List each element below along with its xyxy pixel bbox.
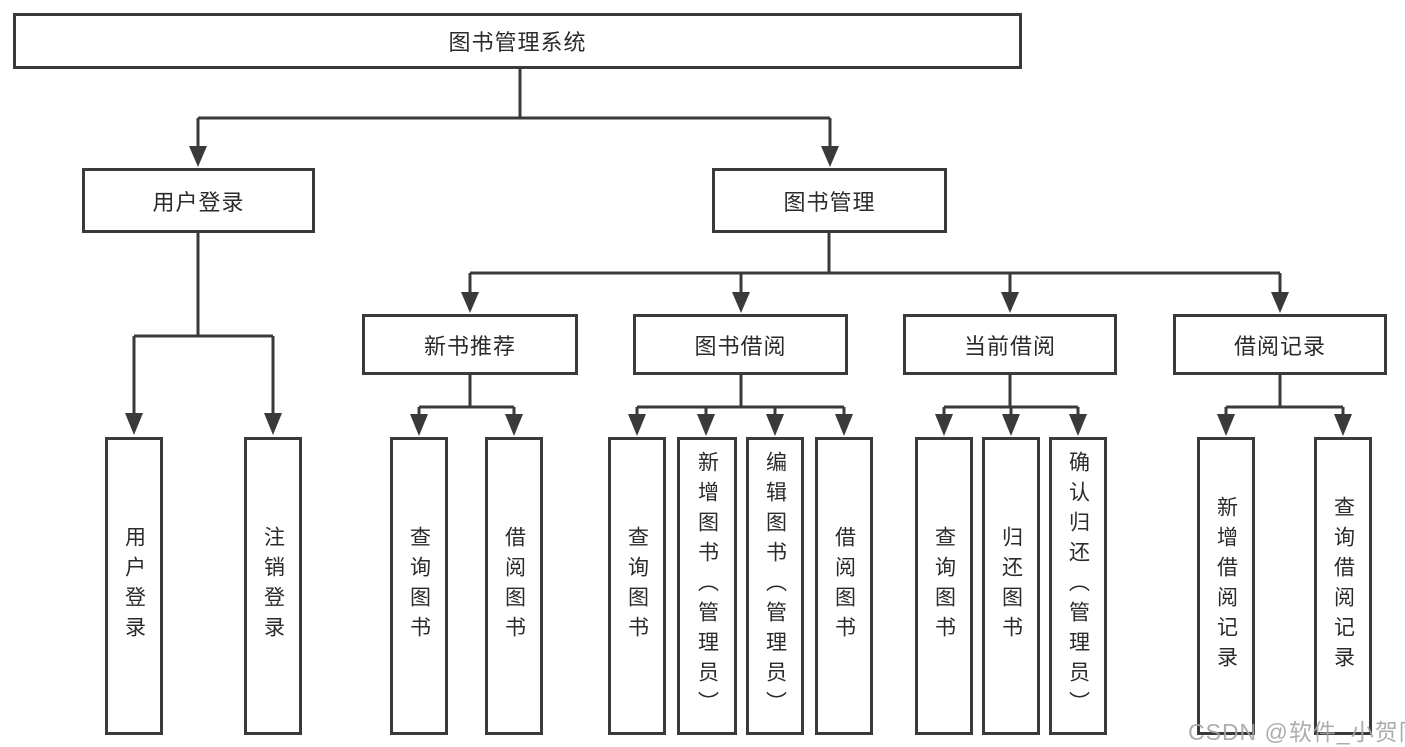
leaf-logout: 注销登录 — [244, 437, 302, 735]
node-book-management: 图书管理 — [712, 168, 947, 233]
leaf-newbook-borrow-books: 借阅图书 — [485, 437, 543, 735]
node-root-system: 图书管理系统 — [13, 13, 1022, 69]
csdn-watermark: CSDN @软件_小贺同学 — [1188, 719, 1405, 745]
leaf-borrow-add-books-admin: 新增图书（管理员） — [677, 437, 737, 735]
node-book-borrow: 图书借阅 — [633, 314, 848, 375]
leaf-borrow-query-books: 查询图书 — [608, 437, 666, 735]
node-new-book-recommend: 新书推荐 — [362, 314, 578, 375]
node-borrow-records: 借阅记录 — [1173, 314, 1387, 375]
leaf-user-login: 用户登录 — [105, 437, 163, 735]
leaf-current-query-books: 查询图书 — [915, 437, 973, 735]
node-user-login: 用户登录 — [82, 168, 315, 233]
leaf-current-confirm-return-admin: 确认归还（管理员） — [1049, 437, 1107, 735]
leaf-newbook-query-books: 查询图书 — [390, 437, 448, 735]
leaf-records-add: 新增借阅记录 — [1197, 437, 1255, 735]
leaf-borrow-borrow-books: 借阅图书 — [815, 437, 873, 735]
leaf-records-query: 查询借阅记录 — [1314, 437, 1372, 735]
arrowheads — [125, 146, 1352, 436]
node-current-borrow: 当前借阅 — [903, 314, 1117, 375]
leaf-current-return-books: 归还图书 — [982, 437, 1040, 735]
leaf-borrow-edit-books-admin: 编辑图书（管理员） — [746, 437, 804, 735]
